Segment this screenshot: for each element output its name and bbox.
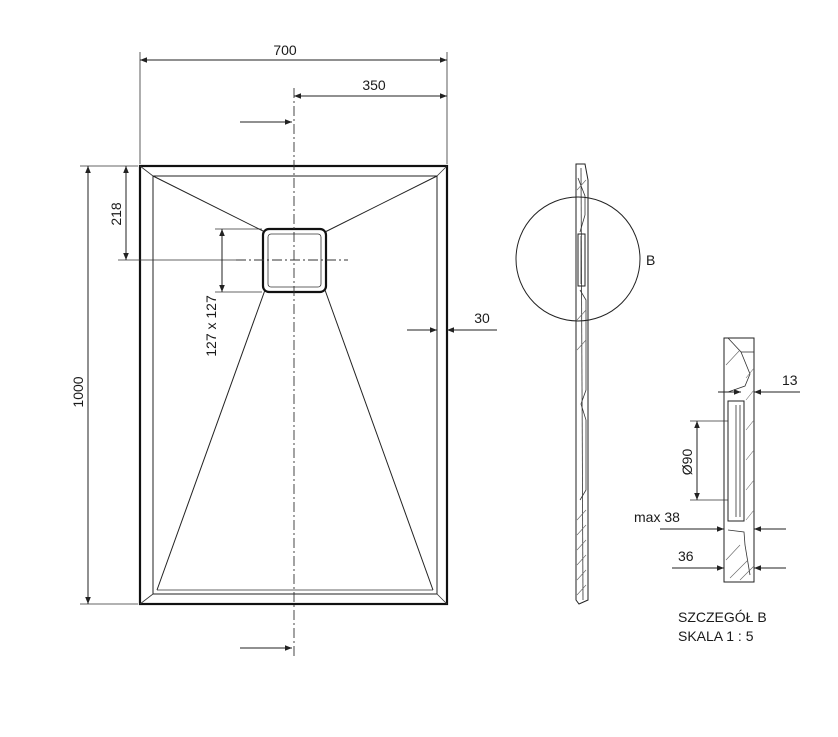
drain-pipe: [727, 400, 745, 522]
dim-700-label: 700: [273, 42, 297, 58]
slope-line: [156, 289, 266, 591]
dimension-218: 218: [108, 166, 236, 261]
tray-outline: [138, 164, 449, 606]
dim-30-label: 30: [474, 310, 490, 326]
dimension-700: 700: [139, 42, 448, 164]
dim-127-label: 127 x 127: [203, 295, 219, 357]
plan-view: [138, 88, 449, 658]
detail-scale: SKALA 1 : 5: [678, 628, 754, 644]
dim-218-label: 218: [108, 202, 124, 226]
dim-13-label: 13: [782, 372, 798, 388]
detail-b-circle: [515, 196, 641, 322]
drain-inner: [267, 233, 322, 288]
dim-max38-label: max 38: [634, 509, 680, 525]
dim-36-label: 36: [678, 548, 694, 564]
dimension-30: 30: [407, 310, 497, 333]
detail-b-marker: B: [646, 252, 655, 268]
dim-1000-label: 1000: [70, 376, 86, 407]
slope-line: [152, 175, 266, 233]
dimension-127x127: 127 x 127: [203, 228, 262, 357]
dim-350-label: 350: [362, 77, 386, 93]
dim-diameter-label: Ø90: [679, 449, 695, 476]
tray-inner-rim: [152, 175, 438, 595]
drain-outer: [261, 227, 328, 294]
dimension-350: 350: [294, 77, 447, 99]
slope-line: [324, 289, 434, 591]
detail-b-view: 13 Ø90 max 38 36 SZCZEGÓŁ B SKALA 1 : 5: [634, 337, 800, 644]
detail-title: SZCZEGÓŁ B: [678, 609, 767, 625]
section-view: B: [515, 163, 655, 605]
dimension-1000: 1000: [70, 165, 138, 605]
slope-line: [324, 175, 438, 233]
